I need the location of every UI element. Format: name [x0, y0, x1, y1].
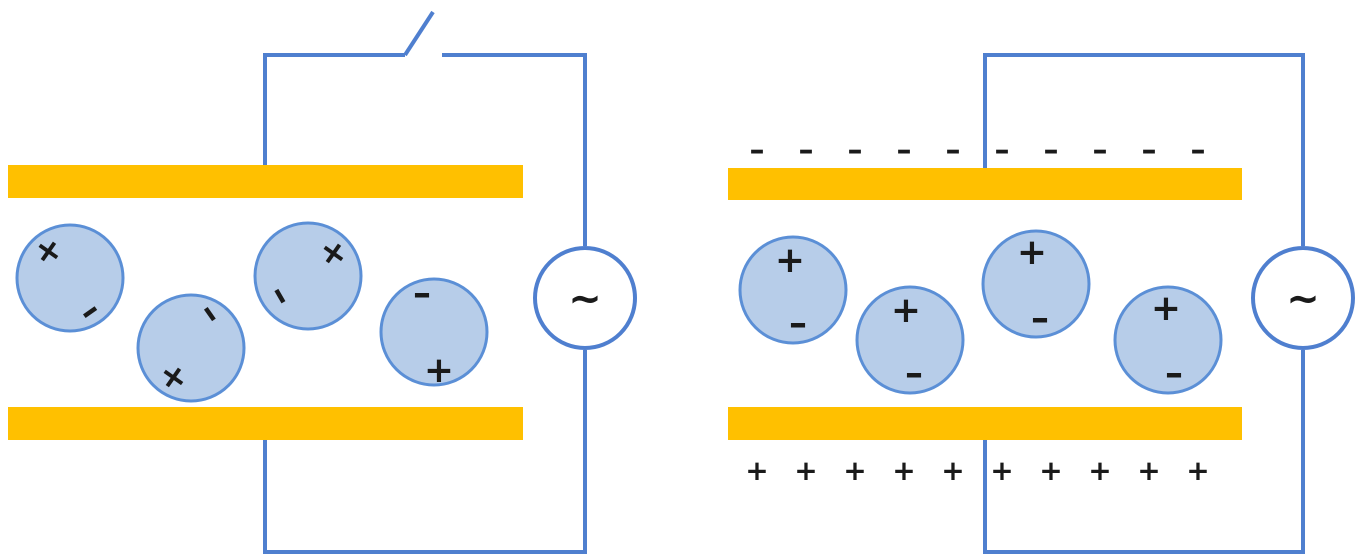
right-top-charge-10: –	[1191, 133, 1206, 168]
right-bottom-wire	[983, 350, 1305, 554]
right-bottom-charge-9: +	[1137, 454, 1160, 487]
right-molecule-3: + –	[981, 229, 1091, 339]
left-molecule-1: + –	[15, 223, 125, 333]
right-top-charge-5: –	[946, 133, 961, 168]
left-molecule-4-sign-b: +	[424, 350, 454, 391]
right-top-plate	[728, 168, 1242, 200]
right-molecule-1-sign-a: +	[775, 240, 805, 281]
left-top-wire	[263, 53, 405, 165]
right-bottom-charge-10: +	[1186, 454, 1209, 487]
right-bottom-charge-5: +	[941, 454, 964, 487]
right-bottom-charge-3: +	[843, 454, 866, 487]
right-bottom-charge-8: +	[1088, 454, 1111, 487]
right-top-charge-4: –	[897, 133, 912, 168]
left-molecule-2: – +	[136, 293, 246, 403]
left-top-plate	[8, 165, 523, 198]
left-right-wire	[442, 53, 587, 246]
right-top-charge-1: –	[750, 133, 765, 168]
right-panel: ~ –––––––––– ++++++++++ + – + – + – + –	[728, 53, 1355, 554]
left-bottom-plate	[8, 407, 523, 440]
right-molecule-4: + –	[1113, 285, 1223, 395]
right-bottom-charge-4: +	[892, 454, 915, 487]
right-molecule-3-sign-b: –	[1031, 298, 1049, 339]
right-ac-symbol: ~	[1286, 276, 1320, 322]
right-top-surface-charges: ––––––––––	[750, 133, 1206, 168]
right-top-charge-2: –	[799, 133, 814, 168]
right-bottom-charge-6: +	[990, 454, 1013, 487]
left-molecule-4-sign-a: –	[413, 273, 431, 314]
right-bottom-charge-2: +	[794, 454, 817, 487]
left-ac-symbol: ~	[568, 276, 602, 322]
left-molecule-3: – +	[253, 221, 363, 331]
right-molecule-4-sign-a: +	[1151, 288, 1181, 329]
right-bottom-plate	[728, 407, 1242, 440]
right-molecule-3-sign-a: +	[1017, 232, 1047, 273]
right-top-charge-7: –	[1044, 133, 1059, 168]
right-top-wire	[983, 53, 1305, 246]
right-bottom-charge-7: +	[1039, 454, 1062, 487]
left-panel: ~ + – – + – + – +	[8, 10, 637, 554]
right-bottom-surface-charges: + + + + + + + + + +	[745, 454, 1209, 487]
right-top-charge-6: –	[995, 133, 1010, 168]
right-ac-source	[1251, 246, 1355, 350]
right-molecule-1: + –	[738, 235, 848, 345]
left-bottom-wire	[263, 350, 587, 554]
right-top-charge-3: –	[848, 133, 863, 168]
left-molecule-4: – +	[379, 273, 489, 391]
left-ac-source	[533, 246, 637, 350]
right-molecule-2: + –	[855, 285, 965, 395]
right-bottom-charge-1: +	[745, 454, 768, 487]
right-molecule-1-sign-b: –	[789, 303, 807, 344]
left-switch-blade	[403, 10, 435, 57]
right-molecule-2-sign-b: –	[905, 353, 923, 394]
right-top-charge-8: –	[1093, 133, 1108, 168]
right-molecule-4-sign-b: –	[1165, 353, 1183, 394]
right-molecule-2-sign-a: +	[891, 290, 921, 331]
right-top-charge-9: –	[1142, 133, 1157, 168]
